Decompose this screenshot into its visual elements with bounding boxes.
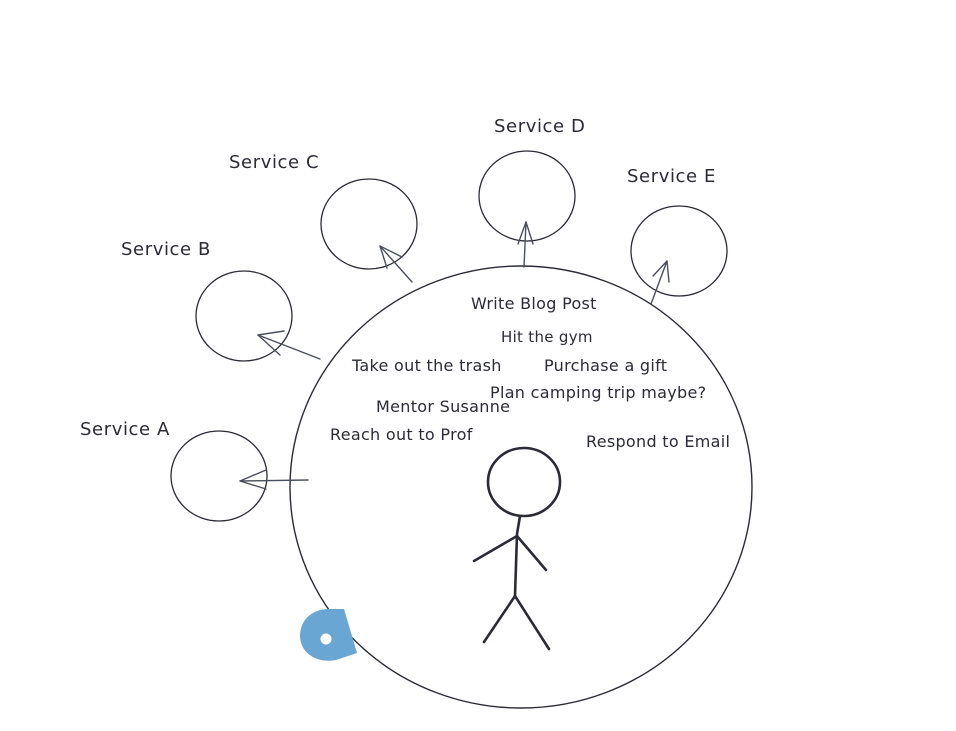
task-reach-out-to-prof: Reach out to Prof [330,425,473,444]
task-purchase-gift: Purchase a gift [544,356,668,375]
stick-figure [472,446,562,651]
arrow-to-service-b [257,330,321,360]
task-take-out-trash: Take out the trash [352,356,502,375]
service-e-label: Service E [627,166,717,187]
stick-figure-right-leg [513,594,551,651]
arrow-to-service-a [239,469,309,490]
person-circle [289,265,753,709]
arrow-to-service-d [517,221,534,268]
stick-figure-body [513,514,522,598]
stick-figure-left-leg [482,594,517,644]
service-a-circle [170,430,268,522]
service-b-label: Service B [121,239,211,260]
service-c-circle [320,178,418,270]
task-respond-to-email: Respond to Email [586,432,731,451]
service-c-label: Service C [229,152,320,173]
service-b-circle [195,270,293,362]
stick-figure-head [486,446,562,518]
task-write-blog-post: Write Blog Post [471,294,597,313]
task-hit-the-gym: Hit the gym [501,328,593,346]
stick-figure-left-arm [472,534,519,563]
stick-figure-right-arm [515,534,548,572]
service-d-circle [478,150,576,242]
service-e-circle [630,205,728,297]
service-d-label: Service D [494,116,586,137]
arrow-to-service-c [379,245,413,283]
collaborator-cursor-badge[interactable] [300,609,357,661]
arrow-to-service-e [650,260,670,305]
task-plan-camping-trip: Plan camping trip maybe? [490,383,707,402]
service-a-label: Service A [80,419,170,440]
task-mentor-susanne: Mentor Susanne [376,397,511,416]
